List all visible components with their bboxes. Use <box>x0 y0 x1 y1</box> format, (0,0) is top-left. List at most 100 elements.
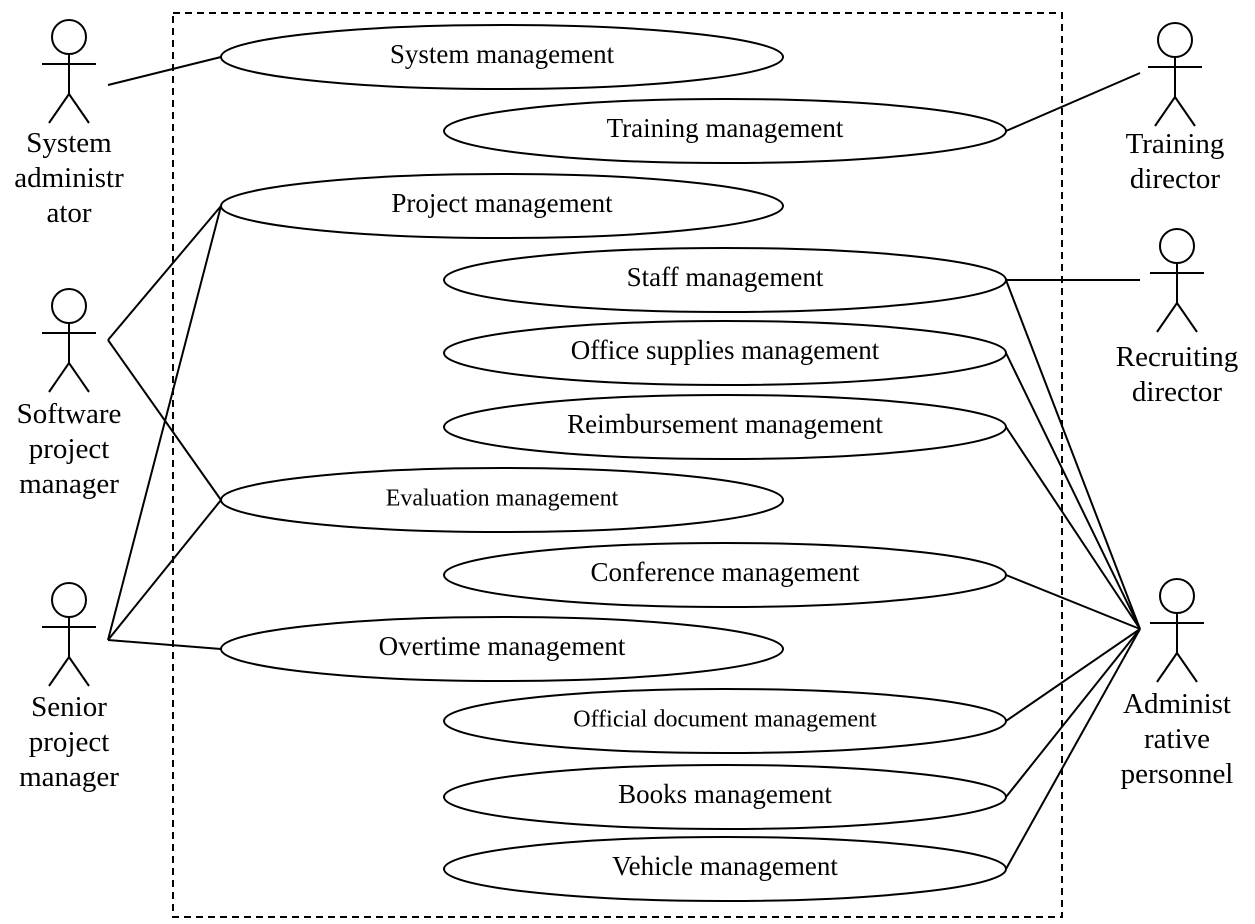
actor-label-line: director <box>1132 376 1223 408</box>
association-admin-office <box>1005 352 1141 630</box>
actors: SystemadministratorSoftwareprojectmanage… <box>14 19 1238 793</box>
use-case-books[interactable]: Books management <box>443 764 1007 830</box>
actor-left-leg <box>1156 302 1178 333</box>
actor-label-line: Senior <box>31 691 107 723</box>
association-training_dir-training <box>1005 72 1141 132</box>
use-case-ellipse <box>443 836 1007 902</box>
use-case-label: Training management <box>607 113 844 143</box>
actor-left-leg <box>1154 96 1176 127</box>
actor-label-line: director <box>1130 163 1221 195</box>
use-case-label: Reimbursement management <box>567 409 883 439</box>
use-case-staff[interactable]: Staff management <box>443 247 1007 313</box>
use-case-training[interactable]: Training management <box>443 98 1007 164</box>
actor-label-line: personnel <box>1121 758 1234 790</box>
actor-label-line: administr <box>14 162 124 194</box>
association-admin-staff <box>1005 279 1141 630</box>
use-case-ellipse <box>443 98 1007 164</box>
association-spm-project <box>107 205 222 341</box>
actor-label-line: project <box>29 726 110 758</box>
association-senior-overtime <box>107 639 222 650</box>
actor-head <box>51 288 87 324</box>
stick-figure-icon <box>42 288 96 393</box>
association-senior-evaluation <box>107 499 222 641</box>
use-case-label: Evaluation management <box>386 486 619 512</box>
actor-left-leg <box>48 362 70 393</box>
actor-head <box>1159 228 1195 264</box>
actor-label-line: project <box>29 433 110 465</box>
use-case-ellipse <box>220 24 784 90</box>
use-case-system[interactable]: System management <box>220 24 784 90</box>
use-case-label: Project management <box>391 188 613 218</box>
use-case-project[interactable]: Project management <box>220 173 784 239</box>
association-lines <box>107 56 1141 870</box>
actor-right-leg <box>68 656 90 687</box>
use-case-official[interactable]: Official document management <box>443 688 1007 754</box>
use-case-vehicle[interactable]: Vehicle management <box>443 836 1007 902</box>
actor-head <box>1157 22 1193 58</box>
use-case-label: Vehicle management <box>612 851 838 881</box>
use-case-label: Staff management <box>627 262 824 292</box>
use-case-label: Overtime management <box>379 631 626 661</box>
actor-label-line: Training <box>1126 128 1225 160</box>
actor-head <box>51 19 87 55</box>
actor-label-line: Administ <box>1123 688 1231 720</box>
actor-left-leg <box>48 93 70 124</box>
use-case-ellipse <box>443 247 1007 313</box>
use-case-label: Official document management <box>573 707 877 733</box>
actor-label-line: ator <box>46 197 91 229</box>
actor-right-leg <box>1174 96 1196 127</box>
use-case-ellipse <box>443 688 1007 754</box>
use-case-reimb[interactable]: Reimbursement management <box>443 394 1007 460</box>
use-case-ellipse <box>220 616 784 682</box>
actor-head <box>51 582 87 618</box>
actor-right-leg <box>1176 302 1198 333</box>
actor-label-line: rative <box>1144 723 1210 755</box>
use-case-label: Conference management <box>590 557 860 587</box>
use-case-ellipse <box>443 394 1007 460</box>
actor-label-line: manager <box>19 761 119 793</box>
association-admin-conference <box>1005 574 1141 630</box>
association-admin-official <box>1005 628 1141 722</box>
actor-left-leg <box>1156 652 1178 683</box>
association-admin-reimb <box>1005 426 1141 630</box>
association-admin-vehicle <box>1005 628 1141 870</box>
use-case-ellipse <box>220 467 784 533</box>
use-case-label: Books management <box>618 779 832 809</box>
use-case-ellipse <box>443 542 1007 608</box>
use-case-label: System management <box>390 39 615 69</box>
use-case-evaluation[interactable]: Evaluation management <box>220 467 784 533</box>
association-sysadmin-system <box>107 56 222 86</box>
association-senior-project <box>107 205 222 641</box>
actor-head <box>1159 578 1195 614</box>
use-case-label: Office supplies management <box>571 335 880 365</box>
stick-figure-icon <box>42 582 96 687</box>
use-case-ellipse <box>443 320 1007 386</box>
actor-right-leg <box>68 362 90 393</box>
use-case-office[interactable]: Office supplies management <box>443 320 1007 386</box>
use-case-ellipse <box>443 764 1007 830</box>
stick-figure-icon <box>1150 578 1204 683</box>
use-case-conference[interactable]: Conference management <box>443 542 1007 608</box>
actor-label-line: manager <box>19 468 119 500</box>
actor-label-line: System <box>26 127 112 159</box>
actor-label-line: Recruiting <box>1116 341 1238 373</box>
use-case-overtime[interactable]: Overtime management <box>220 616 784 682</box>
actor-right-leg <box>1176 652 1198 683</box>
actor-label-line: Software <box>17 398 122 430</box>
system-boundary <box>172 12 1063 918</box>
use-case-ellipse <box>220 173 784 239</box>
stick-figure-icon <box>42 19 96 124</box>
stick-figure-icon <box>1150 228 1204 333</box>
association-admin-books <box>1005 628 1141 798</box>
stick-figure-icon <box>1148 22 1202 127</box>
actor-left-leg <box>48 656 70 687</box>
actor-right-leg <box>68 93 90 124</box>
